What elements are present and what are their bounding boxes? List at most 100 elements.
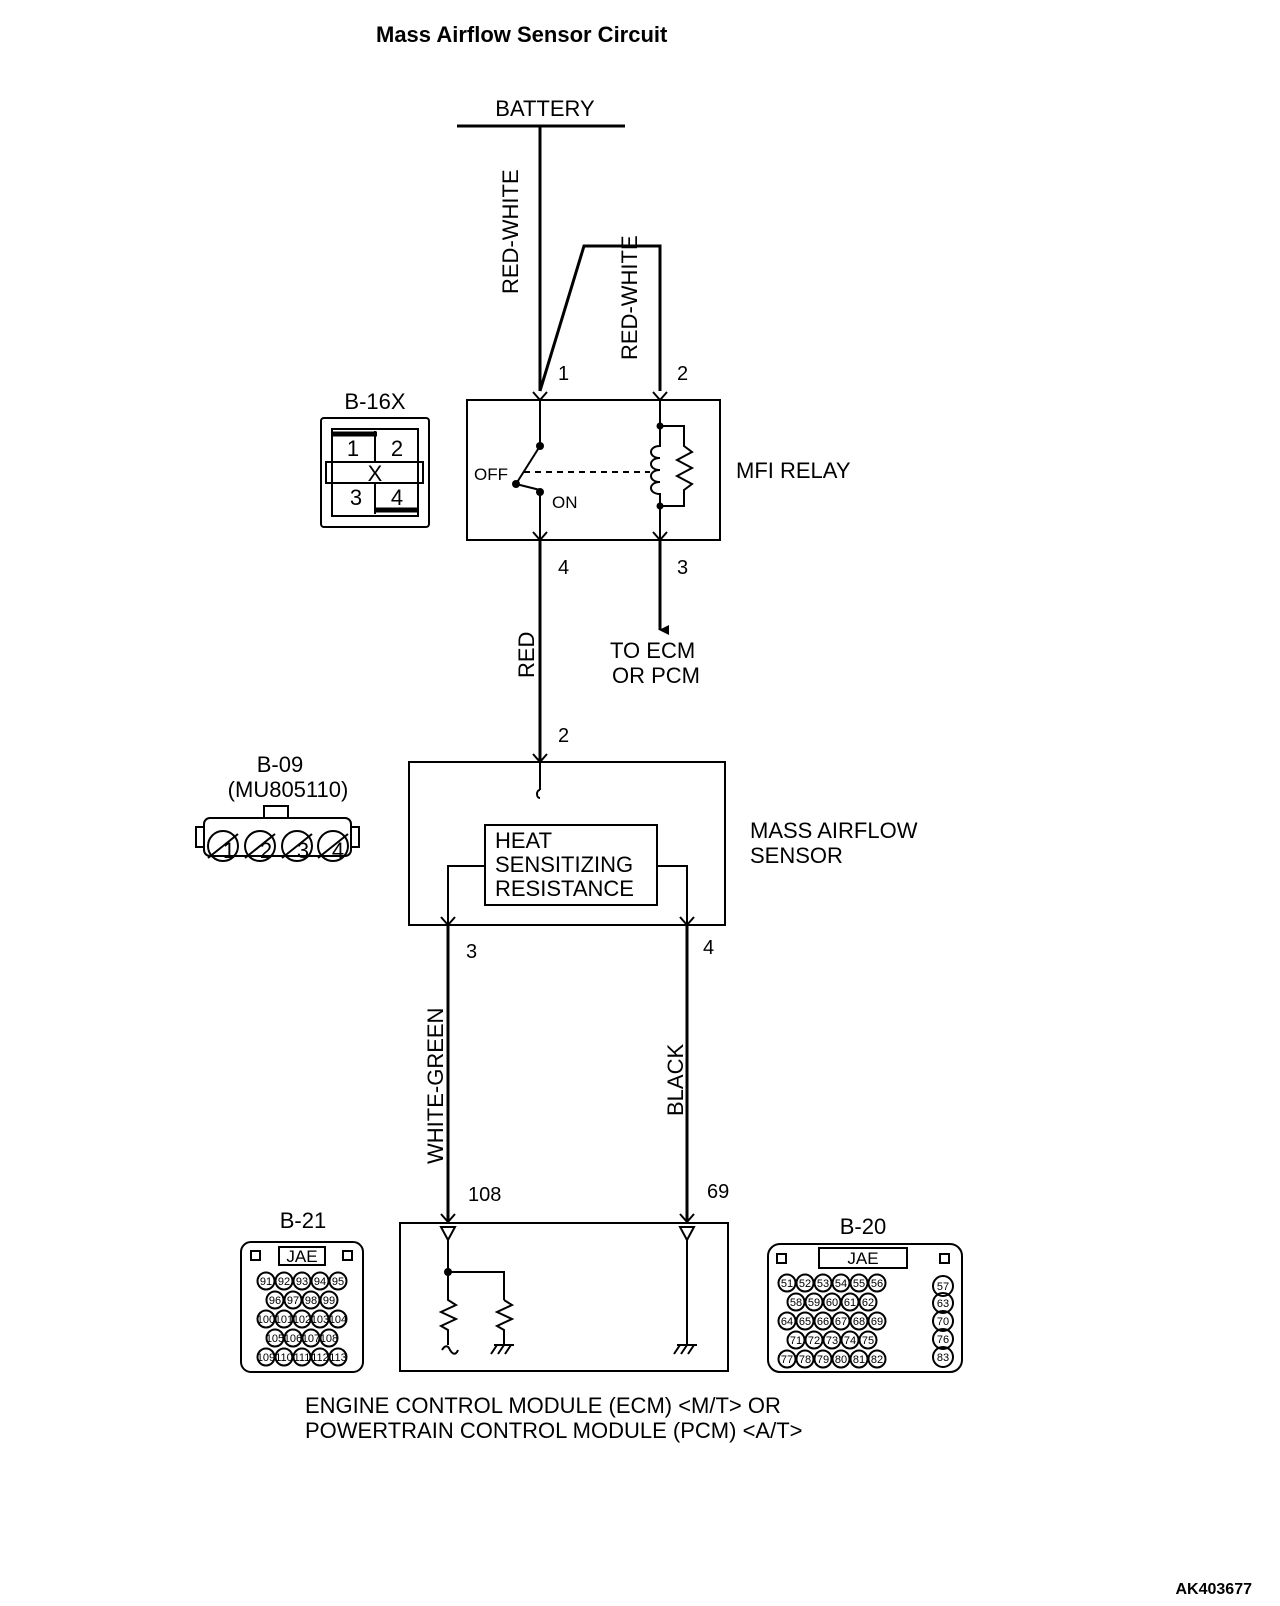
b21-pin-106: 106 (284, 1333, 302, 1345)
b09-ear-left (195, 826, 205, 848)
b20-pin-80: 80 (835, 1354, 847, 1366)
b20-pin-76: 76 (937, 1334, 949, 1346)
mfi-relay-label: MFI RELAY (736, 458, 851, 483)
relay-terminal-1 (532, 391, 548, 402)
ecm-ground-1-h2 (497, 1344, 505, 1355)
b09-pin-circle-3 (281, 830, 313, 862)
b21-pin-103: 103 (311, 1314, 329, 1326)
b20-pin-75-circle (858, 1330, 878, 1350)
b21-pin-112: 112 (311, 1352, 329, 1364)
b20-pin-76-circle (932, 1328, 954, 1350)
b21-pin-102: 102 (293, 1314, 311, 1326)
ecm-input-69 (678, 1226, 696, 1243)
b21-pin-96: 96 (269, 1295, 281, 1307)
b20-pin-64: 64 (781, 1316, 793, 1328)
b20-maker: JAE (847, 1249, 878, 1268)
b20-pin-71: 71 (790, 1335, 802, 1347)
b20-pin-68: 68 (853, 1316, 865, 1328)
b21-pin-99: 99 (323, 1295, 335, 1307)
b21-key-right (342, 1250, 353, 1261)
b21-pin-100: 100 (257, 1314, 275, 1326)
relay-pin-4: 4 (558, 557, 569, 579)
b21-maker-box (278, 1246, 326, 1266)
b20-pin-61: 61 (844, 1297, 856, 1309)
switch-on-label: ON (552, 493, 578, 512)
b20-key-left (776, 1253, 787, 1264)
b20-pin-69-circle (867, 1311, 887, 1331)
switch-off-label: OFF (474, 465, 508, 484)
b09-pin-3: 3 (297, 838, 309, 863)
wire-label-red-white-1: RED-WHITE (498, 169, 523, 294)
sensor-pin-3: 3 (466, 941, 477, 963)
b20-pin-56: 56 (871, 1278, 883, 1290)
b20-pin-69: 69 (871, 1316, 883, 1328)
b20-pin-72: 72 (808, 1335, 820, 1347)
figure-code: AK403677 (1176, 1581, 1253, 1598)
b21-pin-109: 109 (257, 1352, 275, 1364)
b20-pin-78: 78 (799, 1354, 811, 1366)
relay-terminal-2 (652, 391, 668, 402)
b20-key-right (939, 1253, 950, 1264)
ecm-ground-1-h1 (490, 1344, 498, 1355)
b09-slash-4 (317, 833, 349, 859)
b21-pin-113-circle (328, 1347, 348, 1367)
relay-pin-1: 1 (558, 363, 569, 385)
ecm-108-branch (448, 1271, 505, 1300)
connector-b09-label: B-09 (257, 752, 303, 777)
b20-pin-74: 74 (844, 1335, 856, 1347)
sensor-pin-2: 2 (558, 725, 569, 747)
connector-b16x-label: B-16X (344, 389, 405, 414)
wire-battery-relay-pin2 (538, 244, 662, 392)
b09-latch (263, 805, 289, 819)
b20-pin-62: 62 (862, 1297, 874, 1309)
ecm-box (399, 1222, 729, 1372)
b21-pin-99-circle (319, 1290, 339, 1310)
b20-pin-67: 67 (835, 1316, 847, 1328)
ecm-label-line-1: ENGINE CONTROL MODULE (ECM) <M/T> OR (305, 1393, 781, 1418)
b16x-pin-2: 2 (391, 436, 403, 461)
maf-internal-lead-3 (447, 865, 485, 925)
heat-element-label-2: SENSITIZING (495, 852, 633, 877)
b20-pin-73: 73 (826, 1335, 838, 1347)
b16x-mark: X (368, 461, 383, 486)
mfi-relay-box (466, 399, 721, 541)
b21-pin-105: 105 (266, 1333, 284, 1345)
b20-pin-83-circle (932, 1346, 954, 1368)
b20-pin-52: 52 (799, 1278, 811, 1290)
b21-pin-110: 110 (275, 1352, 293, 1364)
relay-coil (650, 426, 661, 506)
ecm-pin-69: 69 (707, 1181, 729, 1203)
b20-pin-60: 60 (826, 1297, 838, 1309)
b21-pin-113: 113 (329, 1352, 347, 1364)
b21-pin-93: 93 (296, 1276, 308, 1288)
b21-pin-98: 98 (305, 1295, 317, 1307)
b20-pin-83: 83 (937, 1352, 949, 1364)
b21-pin-108: 108 (320, 1333, 338, 1345)
b16x-pin-4: 4 (391, 485, 403, 510)
b21-pin-107: 107 (302, 1333, 320, 1345)
b20-pin-59: 59 (808, 1297, 820, 1309)
relay-resistor (660, 425, 695, 507)
b20-pin-62-circle (858, 1292, 878, 1312)
b20-pin-57-circle (932, 1275, 954, 1297)
b16x-pin-3: 3 (350, 485, 362, 510)
b09-pin-circle-2 (244, 830, 276, 862)
relay-pin-2: 2 (677, 363, 688, 385)
ecm-resistor-2 (494, 1299, 515, 1345)
b20-pin-55: 55 (853, 1278, 865, 1290)
ecm-ground-2-h2 (680, 1344, 688, 1355)
ecm-label-line-2: POWERTRAIN CONTROL MODULE (PCM) <A/T> (305, 1418, 803, 1443)
to-ecm-line-1: TO ECM (610, 638, 695, 663)
b20-pin-79: 79 (817, 1354, 829, 1366)
b09-slash-1 (207, 833, 239, 859)
b21-pin-104-circle (328, 1309, 348, 1329)
b20-pin-57: 57 (937, 1281, 949, 1293)
b20-pin-77: 77 (781, 1354, 793, 1366)
heat-element-label-3: RESISTANCE (495, 876, 634, 901)
b21-pin-94: 94 (314, 1276, 326, 1288)
wire-label-red: RED (514, 632, 539, 678)
b09-pin-circle-1 (207, 830, 239, 862)
